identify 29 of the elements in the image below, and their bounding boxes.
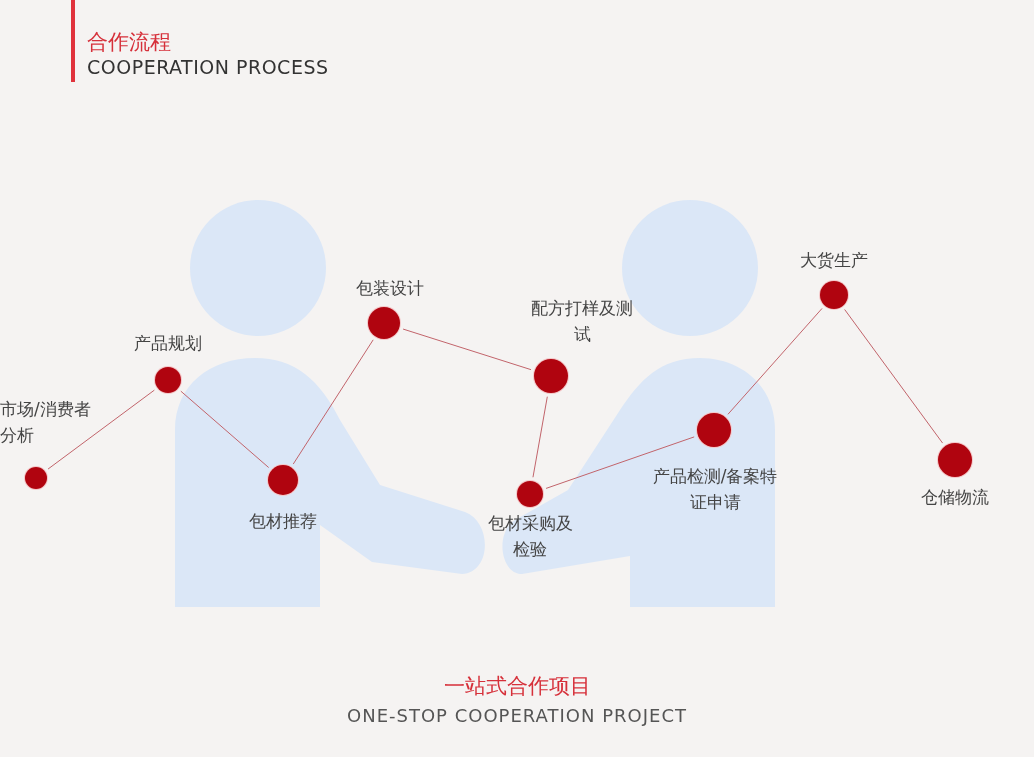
step-label: 配方打样及测试 (530, 297, 634, 346)
step-dot (534, 359, 568, 393)
step-label: 包装设计 (355, 277, 425, 300)
connector-line (47, 389, 155, 470)
step-dot (268, 465, 298, 495)
step-label: 仓储物流 (920, 486, 990, 509)
caption: 一站式合作项目 (443, 673, 591, 700)
step-dot (820, 281, 848, 309)
step-label: 市场/消费者分析 (0, 398, 92, 447)
connector-line (402, 328, 532, 371)
step-label: 产品检测/备案特证申请 (651, 465, 779, 514)
connector-line (727, 307, 823, 415)
step-dot (155, 367, 181, 393)
step-dot (25, 467, 47, 489)
subtitle: COOPERATION PROCESS (87, 56, 329, 78)
step-dot (938, 443, 972, 477)
connector-line (532, 396, 548, 478)
connector-line (292, 339, 374, 465)
connector-line (545, 436, 695, 489)
step-label: 包材采购及检验 (486, 512, 574, 561)
step-label: 包材推荐 (248, 510, 318, 533)
connector-line (844, 309, 944, 444)
caption-subtitle: ONE-STOP COOPERATION PROJECT (347, 705, 687, 726)
step-label: 产品规划 (133, 332, 203, 355)
connector-line (180, 390, 270, 469)
title: 合作流程 (87, 29, 171, 56)
step-dot (517, 481, 543, 507)
step-dot (368, 307, 400, 339)
step-label: 大货生产 (799, 249, 869, 272)
